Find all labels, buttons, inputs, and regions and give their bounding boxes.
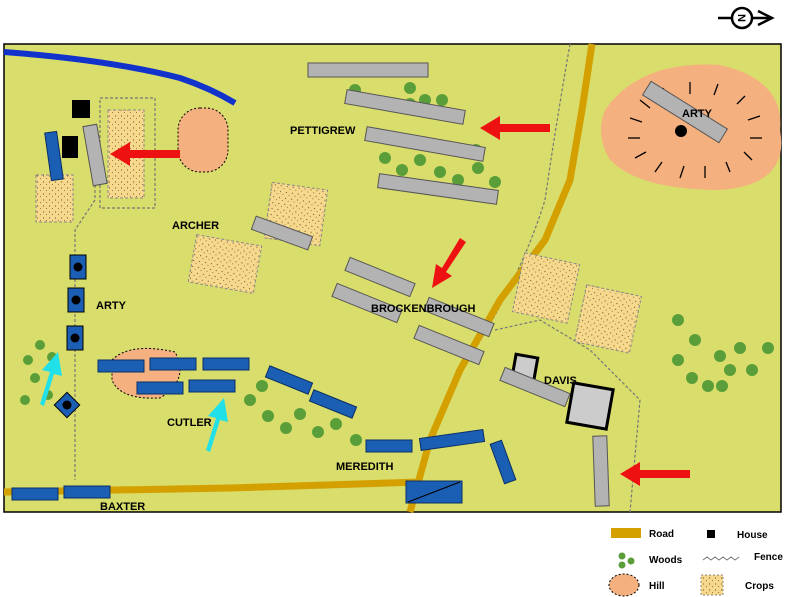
legend-woods-swatch <box>618 552 635 569</box>
label-arty-left: ARTY <box>96 300 127 312</box>
label-archer: ARCHER <box>172 220 219 232</box>
hill-upper-left <box>177 107 229 173</box>
label-arty-right: ARTY <box>682 108 713 120</box>
legend-fence-swatch <box>702 556 740 561</box>
confederate-arrows <box>110 116 690 486</box>
label-baxter: BAXTER <box>100 501 145 513</box>
crops <box>35 109 643 354</box>
legend-hill-label: Hill <box>649 581 665 592</box>
label-davis: DAVIS <box>544 375 577 387</box>
confederate-units <box>82 62 729 507</box>
union-units <box>11 130 517 504</box>
label-meredith: MEREDITH <box>336 461 394 473</box>
legend-road-label: Road <box>649 529 674 540</box>
artillery-marker-north <box>675 125 687 137</box>
legend-crops-swatch <box>700 574 724 596</box>
legend-house-swatch <box>707 530 715 538</box>
road-crossing-line <box>407 481 461 503</box>
legend-crops-label: Crops <box>745 581 774 592</box>
union-artillery <box>53 254 87 419</box>
label-pettigrew: PETTIGREW <box>290 125 356 137</box>
svg-text:N: N <box>735 14 747 22</box>
label-brockenbrough: BROCKENBROUGH <box>371 303 476 315</box>
legend-woods-label: Woods <box>649 555 683 566</box>
legend-road-swatch <box>611 528 641 538</box>
legend-hill-swatch <box>608 573 640 597</box>
union-arrows <box>40 352 228 452</box>
label-cutler: CUTLER <box>167 417 212 429</box>
stream <box>3 49 237 106</box>
legend-house-label: House <box>737 530 768 541</box>
legend-fence-label: Fence <box>754 552 783 563</box>
legend: Road House Woods Fence Hill Crops <box>608 528 783 597</box>
compass-north-icon: N <box>718 6 775 30</box>
